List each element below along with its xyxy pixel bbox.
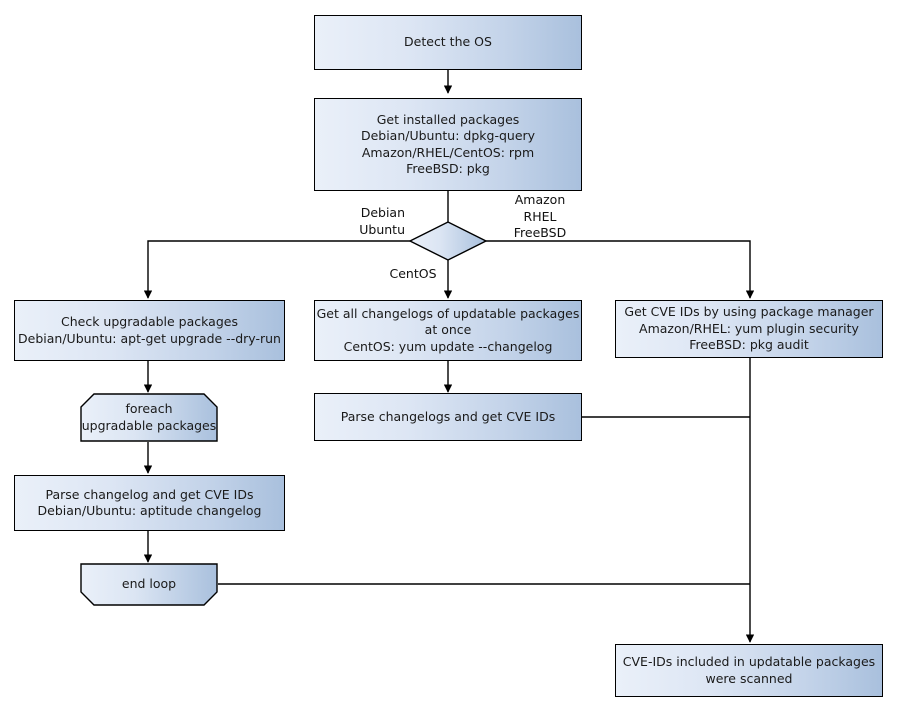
node-get-cve-ids-package-manager-label: Get CVE IDs by using package manager Ama… [624, 304, 874, 353]
node-get-all-changelogs[interactable]: Get all changelogs of updatable packages… [314, 300, 582, 361]
edge-decision-to-check-upgradable [143, 240, 410, 299]
node-os-decision[interactable] [408, 220, 488, 262]
node-final-result[interactable]: CVE-IDs included in updatable packages w… [615, 644, 883, 697]
node-parse-changelog-single-label: Parse changelog and get CVE IDs Debian/U… [37, 486, 262, 519]
node-get-all-changelogs-label: Get all changelogs of updatable packages… [316, 305, 580, 354]
node-detect-the-os-label: Detect the OS [404, 34, 492, 50]
node-get-installed-packages-label: Get installed packages Debian/Ubuntu: dp… [360, 111, 536, 177]
node-final-result-label: CVE-IDs included in updatable packages w… [622, 654, 876, 686]
node-check-upgradable-packages[interactable]: Check upgradable packages Debian/Ubuntu:… [14, 300, 285, 361]
decision-label-amazon-rhel-freebsd: Amazon RHEL FreeBSD [513, 192, 567, 240]
edge-decision-to-cve-pkgmgr [486, 240, 755, 299]
node-get-installed-packages[interactable]: Get installed packages Debian/Ubuntu: dp… [314, 98, 582, 191]
decision-diamond-shape [408, 221, 488, 261]
node-parse-changelog-single[interactable]: Parse changelog and get CVE IDs Debian/U… [14, 475, 285, 531]
node-foreach-upgradable-packages[interactable]: foreach upgradable packages [80, 393, 218, 442]
foreach-loop-shape [80, 393, 218, 442]
node-end-loop[interactable]: end loop [80, 563, 218, 606]
node-detect-the-os[interactable]: Detect the OS [314, 15, 582, 70]
end-loop-shape [80, 563, 218, 606]
decision-label-debian-ubuntu: Debian Ubuntu [359, 205, 405, 237]
node-get-cve-ids-package-manager[interactable]: Get CVE IDs by using package manager Ama… [615, 300, 883, 358]
node-check-upgradable-packages-label: Check upgradable packages Debian/Ubuntu:… [18, 314, 281, 346]
node-parse-changelogs-multi-label: Parse changelogs and get CVE IDs [340, 408, 556, 424]
decision-label-centos: CentOS [389, 266, 437, 281]
node-parse-changelogs-multi[interactable]: Parse changelogs and get CVE IDs [314, 393, 582, 441]
